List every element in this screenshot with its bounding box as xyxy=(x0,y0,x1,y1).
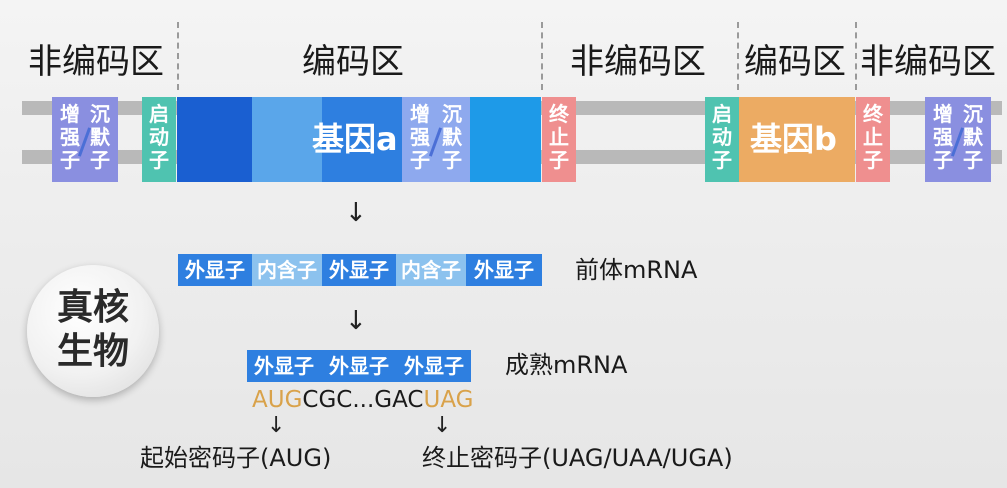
down-arrow-icon: ↓ xyxy=(345,306,367,336)
promoter-box-a: 启动子 xyxy=(142,97,176,182)
region-divider xyxy=(177,22,179,90)
gene-a-label: 基因a xyxy=(312,120,398,158)
stop-codon-text: UAG xyxy=(423,387,474,413)
down-arrow-icon: ↓ xyxy=(267,413,286,438)
enhancer-label: 增强子 xyxy=(933,102,953,172)
terminator-label: 终止子 xyxy=(549,102,569,172)
gene-a-intron-1 xyxy=(252,97,322,182)
region-divider xyxy=(541,22,543,90)
start-codon-label: 起始密码子(AUG) xyxy=(140,444,332,472)
badge-line-1: 真核 xyxy=(56,287,129,328)
gene-a-exon-1 xyxy=(177,97,252,182)
stop-codon-label: 终止密码子(UAG/UAA/UGA) xyxy=(422,444,733,472)
region-label-noncoding-2: 非编码区 xyxy=(570,42,706,82)
terminator-box-b: 终止子 xyxy=(856,97,890,182)
mature-mrna-exon-2: 外显子 xyxy=(321,350,397,382)
enhancer-label: 增强子 xyxy=(410,102,430,172)
silencer-label: 沉默子 xyxy=(963,102,983,172)
pre-mrna-exon-3: 外显子 xyxy=(466,254,542,286)
mrna-sequence: AUGCGC...GACUAG xyxy=(252,385,474,415)
silencer-label: 沉默子 xyxy=(442,102,462,172)
gene-b-label: 基因b xyxy=(750,120,837,158)
mature-mrna-exon-3: 外显子 xyxy=(397,350,471,382)
promoter-label: 启动子 xyxy=(712,102,732,172)
enhancer-silencer-box-1: 增强子 沉默子 xyxy=(52,97,118,182)
pre-mrna-intron-2: 内含子 xyxy=(396,254,466,286)
region-divider xyxy=(855,22,857,90)
pre-mrna-label: 前体mRNA xyxy=(575,256,698,284)
pre-mrna-exon-1: 外显子 xyxy=(178,254,252,286)
promoter-label: 启动子 xyxy=(149,102,169,172)
badge-line-2: 生物 xyxy=(56,331,129,372)
region-label-coding-2: 编码区 xyxy=(744,42,846,82)
enhancer-silencer-box-3: 增强子 沉默子 xyxy=(925,97,991,182)
region-label-coding-1: 编码区 xyxy=(302,42,404,82)
mature-mrna-exon-1: 外显子 xyxy=(247,350,321,382)
start-codon-text: AUG xyxy=(252,387,303,413)
silencer-label: 沉默子 xyxy=(90,102,110,172)
gene-a-exon-2 xyxy=(322,97,402,182)
pre-mrna-exon-2: 外显子 xyxy=(322,254,396,286)
promoter-box-b: 启动子 xyxy=(705,97,739,182)
enhancer-label: 增强子 xyxy=(60,102,80,172)
enhancer-silencer-box-2: 增强子 沉默子 xyxy=(402,97,470,182)
eukaryote-badge: 真核 生物 xyxy=(27,265,159,397)
mature-mrna-label: 成熟mRNA xyxy=(505,351,628,379)
terminator-box-a: 终止子 xyxy=(542,97,576,182)
region-label-noncoding-1: 非编码区 xyxy=(28,42,164,82)
down-arrow-icon: ↓ xyxy=(345,198,367,228)
region-label-noncoding-3: 非编码区 xyxy=(860,42,996,82)
gene-a-exon-3 xyxy=(470,97,541,182)
pre-mrna-intron-1: 内含子 xyxy=(252,254,322,286)
middle-sequence-text: CGC...GAC xyxy=(302,387,424,413)
down-arrow-icon: ↓ xyxy=(433,413,452,438)
gene-b-box: 基因b xyxy=(739,97,855,182)
region-divider xyxy=(737,22,739,90)
terminator-label: 终止子 xyxy=(863,102,883,172)
